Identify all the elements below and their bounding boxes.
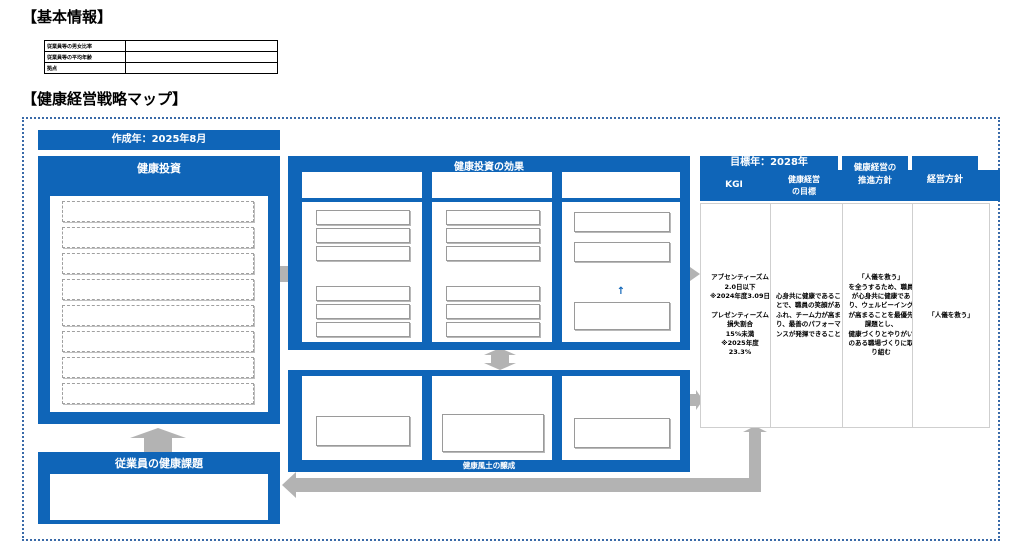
indicator-item: 研修・セミナー等受講率 [316, 286, 410, 301]
culture-col1-head: 健康経営の浸透状況 [330, 387, 394, 395]
policy-box: 「人儀を救う」 を全うするため、職員が心身共に健康であり、ウェルビーイングが高ま… [842, 203, 920, 428]
indicator-item: 有所見者率 休職者数（心身共） [574, 302, 670, 330]
policy-head: 健康経営の 推進方針 [853, 163, 897, 186]
list-item: セルフ・ライン各ケアのワークショップ、セミナーの実施 [62, 383, 254, 404]
culture-col1-box: 健康経営の浸透状況 健康経営推進方針の 認知度と理解度 [302, 376, 422, 460]
indicator-item: プレゼンティーズム [574, 242, 670, 262]
effects-col3-box: アブセンティーズム プレゼンティーズム ↑ 有所見者率 休職者数（心身共） [562, 202, 680, 342]
indicator-item: 有所見者への受診勧奨頻度 [316, 228, 410, 243]
effects-panel: 健康投資の効果 健康投資施策の取組み 状況に関する指標 従業員等の意識変容・ 行… [288, 156, 690, 350]
culture-col3-box: サポート、組織的支援（POS）、 WSC等 ストレスチェック 「上司のサポート」 [562, 376, 680, 460]
health-issues-panel: 従業員の健康課題 ・有所見者率の低下と未病への対応 ・メンタル休職者の低下と高ス… [38, 452, 280, 524]
info-value[interactable] [125, 62, 278, 74]
table-row: 拠点 [44, 62, 278, 74]
effects-title: 健康投資の効果 [454, 162, 524, 173]
indicator-item: 高ストレス者数 [446, 286, 540, 301]
effects-col2-head: 従業員等の意識変容・ 行動変容に関する指標 [432, 172, 552, 198]
policy-head-bg [842, 156, 908, 201]
health-issues-title: 従業員の健康課題 [115, 457, 203, 470]
list-item: 有所見者への受診勧奨 [62, 227, 254, 248]
list-item: メンタル・長時間労働・健康等の相談窓口の強化 [62, 357, 254, 378]
culture-to-kgi-arrow [690, 390, 703, 410]
indicator-item: 相談窓口利用件数 [446, 322, 540, 337]
culture-panel: 健康経営の浸透状況 健康経営推進方針の 認知度と理解度 方針実現のための 体制・… [288, 370, 690, 472]
indicator-item: オプション検査実施率 [316, 210, 410, 225]
culture-title: 健康風土の醸成 [462, 461, 516, 470]
up-arrow-icon: ↑ [616, 286, 626, 297]
goal-head: 健康経営 の目標 [788, 175, 820, 196]
health-issues-body: ・有所見者率の低下と未病への対応 ・メンタル休職者の低下と高ストレス者への対応 [50, 474, 268, 520]
kgi-head: KGI [725, 180, 743, 191]
goal-box: 心身共に健康であることで、職員の笑顔があふれ、チーム力が高まり、最善のパフォーマ… [770, 203, 850, 428]
mgmt-head-bg [912, 156, 978, 201]
culture-item: 健康経営推進方針の 認知度と理解度 [316, 416, 410, 446]
indicator-item: 健康イベントの参加人数 [316, 246, 410, 261]
culture-col2-head: 方針実現のための 体制・環境 [464, 382, 520, 400]
list-item: 健康イベント（運動・食事・生産性低下防止）の開催 [62, 279, 254, 300]
indicator-item: ストレスチェック実施率 [316, 304, 410, 319]
investment-panel: 健康投資 がん検診等のオプション検査の推奨と補助 有所見者への受診勧奨 特定保健… [38, 156, 280, 424]
effects-col3-head: 健康関連の最終的な目標指標 [562, 172, 680, 198]
target-year-bar: 目標年：2028年 [700, 156, 838, 170]
list-item: ヘルスリテラシー・各両立支援研修の実施 [62, 305, 254, 326]
issue-line: ・メンタル休職者の低下と高ストレス者への対応 [52, 494, 217, 503]
indicator-item: 健診（問診）各指標 [446, 246, 540, 261]
effects-col1-box: オプション検査実施率 有所見者への受診勧奨頻度 健康イベントの参加人数 研修・セ… [302, 202, 422, 342]
indicator-item: 職場環境改善取り組み数 [316, 322, 410, 337]
mgmt-box: 「人儀を救う」 [912, 203, 990, 428]
culture-col2-box: 方針実現のための 体制・環境 各事業場担当者の設置 保険者との連携 健康経営優良… [432, 376, 552, 460]
list-item: 職場環境改善への取り組み [62, 331, 254, 352]
feedback-arrow [282, 426, 767, 498]
effect-culture-arrow [484, 348, 516, 370]
list-item: 特定保健指導・保健指導の実施 [62, 253, 254, 274]
investment-list: がん検診等のオプション検査の推奨と補助 有所見者への受診勧奨 特定保健指導・保健… [50, 196, 268, 412]
effects-col2-box: 二次健診・精密検査受診率 特定保健指導対象者数 健診（問診）各指標 高ストレス者… [432, 202, 552, 342]
culture-item: 各事業場担当者の設置 保険者との連携 健康経営優良法人認定 [442, 414, 544, 452]
list-item: がん検診等のオプション検査の推奨と補助 [62, 201, 254, 222]
effects-col1-head: 健康投資施策の取組み 状況に関する指標 [302, 172, 422, 198]
mgmt-head: 経営方針 [926, 175, 963, 185]
kgi-box: アブセンティーズム 2.0日以下 ※2024年度3.09日 プレゼンティーズム … [700, 203, 780, 428]
table-row: 従業員等の男女比率 [44, 40, 278, 52]
issues-to-investment-arrow [130, 428, 186, 452]
strategy-map-frame [22, 117, 1000, 541]
basic-info-table: 従業員等の男女比率 従業員等の平均年齢 拠点 [44, 40, 278, 74]
indicator-item: 特定保健指導対象者数 [446, 228, 540, 243]
issue-line: ・有所見者率の低下と未病への対応 [52, 482, 172, 491]
culture-col3-head: サポート、組織的支援（POS）、 WSC等 [569, 382, 673, 400]
strategy-map-heading: 【健康経営戦略マップ】 [22, 90, 188, 108]
indicator-item: 二次健診・精密検査受診率 [446, 210, 540, 225]
indicator-item: 時間外労働 平均時間 [446, 304, 540, 319]
investment-title: 健康投資 [137, 162, 181, 175]
basic-info-heading: 【基本情報】 [22, 8, 113, 26]
indicator-item: アブセンティーズム [574, 212, 670, 232]
created-year-bar: 作成年：2025年8月 [38, 130, 280, 150]
culture-item: ストレスチェック 「上司のサポート」 [574, 418, 670, 448]
